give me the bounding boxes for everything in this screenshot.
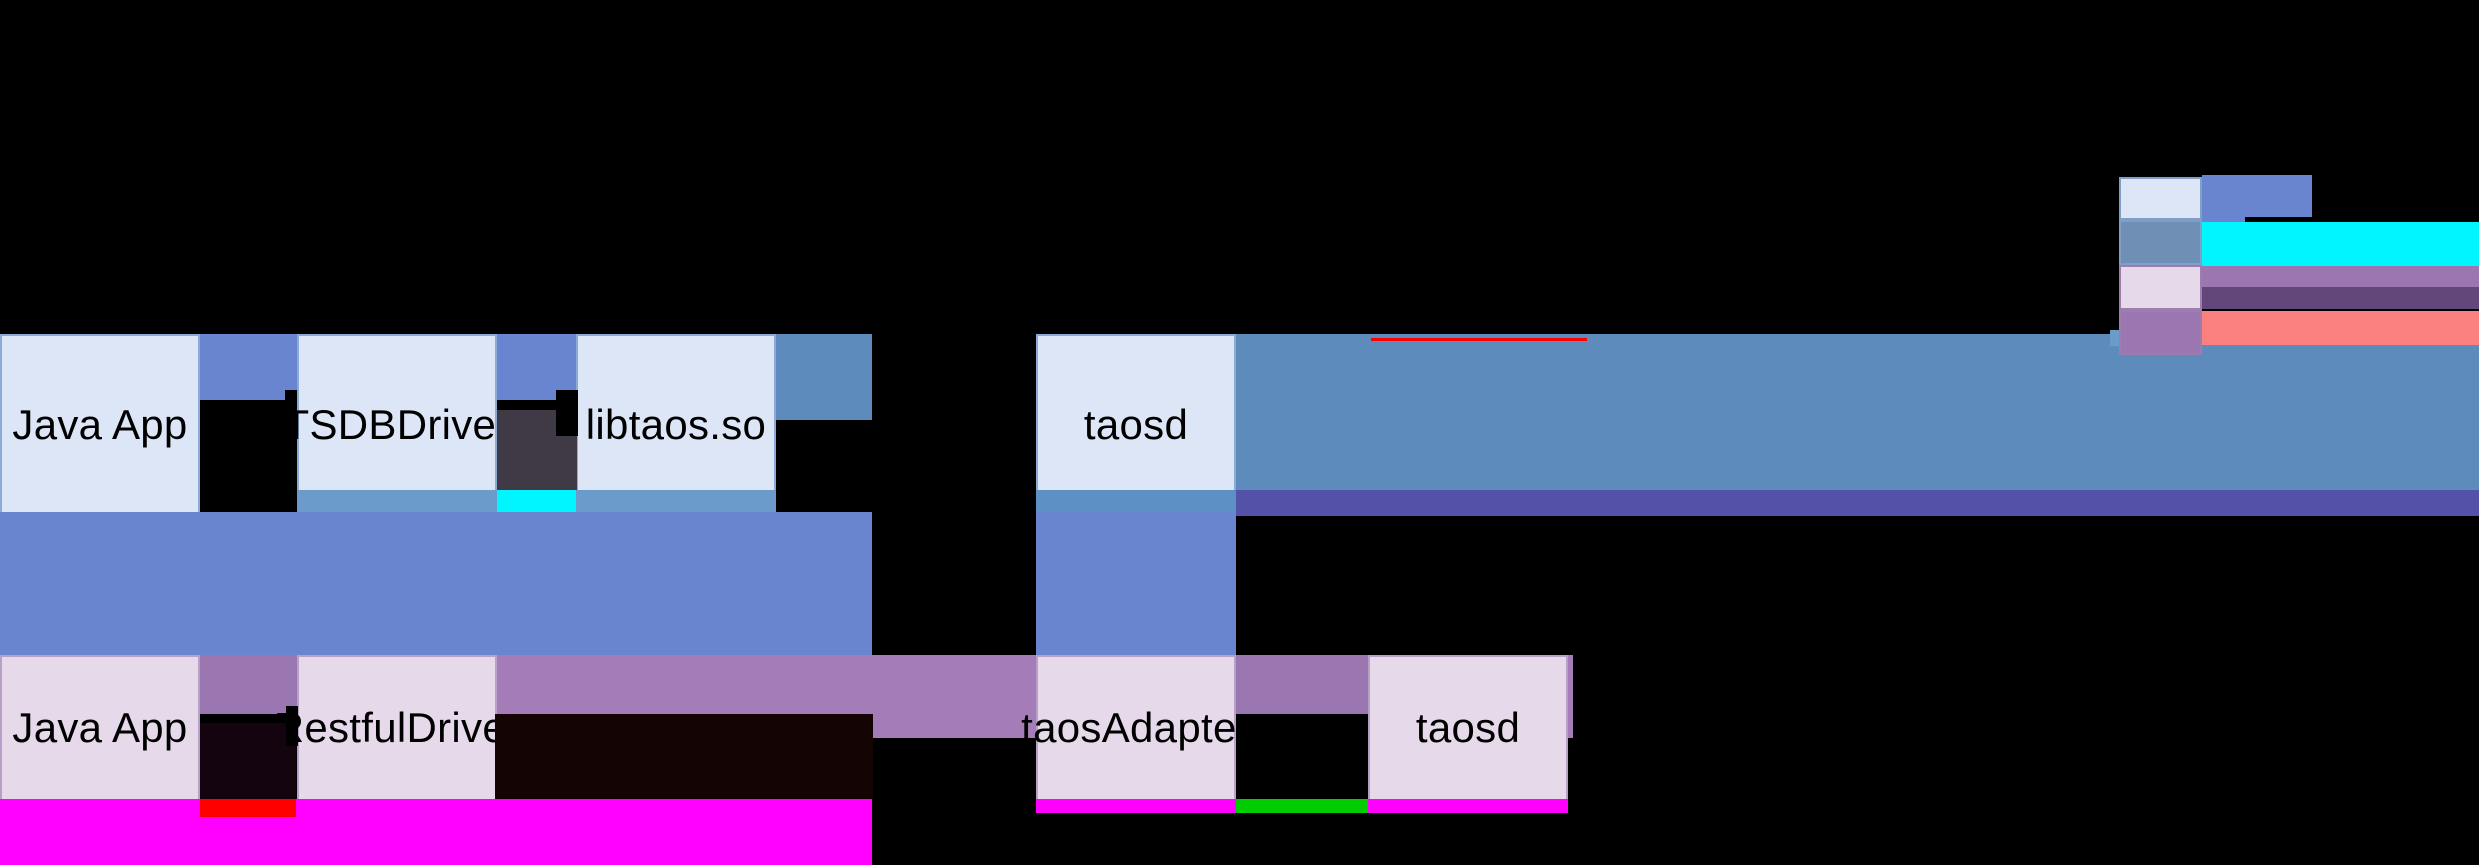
arrow-native-2-line	[497, 400, 577, 410]
subband-native-mid	[576, 490, 776, 516]
accent-magenta-taosadapter	[1036, 799, 1236, 813]
node-taosd-rest[interactable]: taosd	[1368, 655, 1568, 801]
node-taosadapter[interactable]: taosAdapter	[1021, 655, 1251, 801]
node-label: RestfulDriver	[273, 704, 521, 751]
legend-strip-darkpurple	[2202, 287, 2479, 309]
subband-native-left	[297, 490, 497, 516]
connector-block-native-3	[776, 334, 872, 420]
node-taosd-native[interactable]: taosd	[1036, 334, 1236, 516]
node-label: Java App	[12, 401, 188, 448]
arrow-rest-2	[495, 714, 873, 802]
accent-red-rest	[200, 799, 296, 817]
arrow-rest-3	[1236, 714, 1368, 802]
node-restfuldriver[interactable]: RestfulDriver	[274, 655, 520, 801]
arrow-rest-1-head	[286, 706, 298, 746]
legend-swatch-light-blue[interactable]	[2119, 177, 2202, 220]
accent-cyan-native	[497, 490, 577, 516]
node-label: Java App	[12, 704, 188, 751]
legend-edge-tick	[2110, 330, 2119, 346]
arrow-rest-1	[200, 714, 296, 802]
arrow-native-1-head	[285, 390, 297, 432]
legend-swatch-steel-blue[interactable]	[2119, 220, 2202, 265]
accent-magenta-taosd	[1368, 799, 1568, 813]
arrow-native-1	[200, 400, 296, 520]
node-libtaos[interactable]: libtaos.so	[576, 334, 776, 516]
connector-block-native-4	[1236, 334, 2479, 514]
legend-strip-cyan	[2202, 222, 2479, 266]
arrow-rest-3-line	[1236, 714, 1368, 724]
arrow-native-3	[776, 420, 872, 520]
node-label: taosd	[1083, 401, 1189, 448]
accent-magenta-left	[0, 799, 872, 865]
legend-strip-purple	[2202, 266, 2479, 287]
native-connection-band-right	[1036, 512, 1236, 655]
node-java-app-native[interactable]: Java App	[0, 334, 200, 516]
legend-strip-salmon	[2202, 311, 2479, 345]
separator-red-line	[1371, 338, 1587, 341]
subband-native-right	[1236, 490, 2479, 516]
subband-native-taosd	[1036, 490, 1236, 516]
accent-green-rest	[1236, 799, 1368, 813]
legend-swatch-purple[interactable]	[2119, 310, 2202, 355]
node-tsdbdriver[interactable]: TSDBDriver	[284, 334, 510, 516]
arrow-rest-1-line	[200, 714, 296, 723]
node-label: taosAdapter	[1021, 704, 1251, 751]
native-connection-band	[0, 512, 872, 655]
legend-swatch-light-lavender[interactable]	[2119, 265, 2202, 310]
node-label: taosd	[1415, 704, 1521, 751]
arrow-native-2-head	[556, 390, 578, 436]
node-java-app-rest[interactable]: Java App	[0, 655, 200, 801]
node-label: TSDBDriver	[283, 401, 511, 448]
node-label: libtaos.so	[585, 401, 767, 448]
